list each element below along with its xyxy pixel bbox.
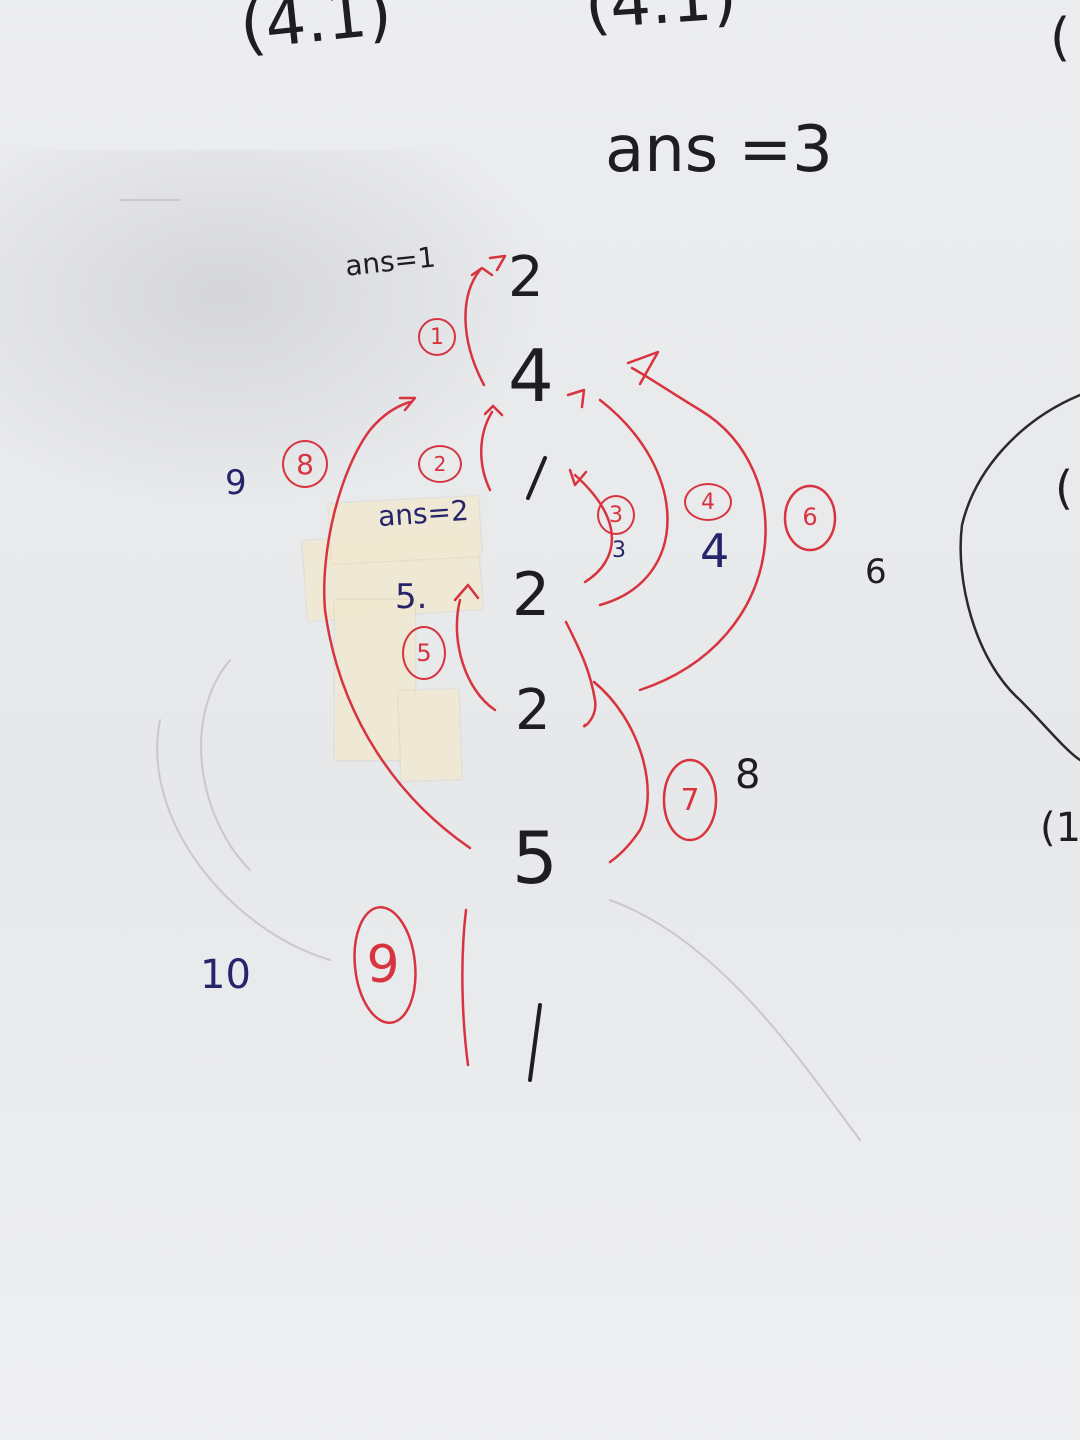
step-marker-4: 4 (684, 483, 732, 521)
stack-value: 4 (508, 334, 554, 418)
ans-main-label: ans =3 (605, 113, 833, 187)
step-marker-label: 2 (433, 452, 447, 476)
blue-4: 4 (700, 524, 730, 578)
step-marker-label: 8 (296, 447, 314, 481)
step-marker-label: 5 (416, 639, 432, 667)
step-marker-3: 3 (597, 495, 635, 535)
ans-2-note: ans=2 (376, 493, 470, 534)
step-marker-label: 9 (366, 935, 400, 995)
right-edge-paren: ( (1055, 461, 1073, 515)
step-marker-9: 9 (355, 910, 411, 1020)
blue-5: 5. (395, 577, 428, 617)
left-count-9: 9 (225, 463, 247, 503)
right-count-6: 6 (865, 552, 887, 592)
top-center-label: (4.1) (582, 0, 740, 45)
step-marker-5: 5 (402, 626, 446, 680)
stack-value: 2 (512, 560, 551, 630)
step-marker-label: 3 (609, 502, 623, 528)
left-count-10: 10 (200, 952, 251, 998)
step-marker-label: 7 (680, 782, 700, 818)
step-marker-label: 4 (701, 489, 715, 515)
stack-value: 5 (512, 816, 558, 900)
step-marker-8: 8 (282, 440, 328, 488)
step-marker-7: 7 (664, 762, 716, 838)
step-marker-label: 6 (802, 503, 818, 531)
step-marker-label: 1 (430, 324, 444, 350)
right-count-8: 8 (735, 752, 761, 798)
stack-value: 2 (515, 678, 551, 743)
top-right-label: ( (1050, 8, 1071, 68)
step-marker-1: 1 (418, 318, 456, 356)
blue-3: 3 (612, 538, 626, 563)
step-marker-6: 6 (786, 486, 834, 548)
top-left-label: (4.1) (236, 0, 396, 65)
stack-value: 2 (508, 245, 544, 310)
step-marker-2: 2 (418, 445, 462, 483)
right-edge-circled-11: (1 (1040, 805, 1080, 851)
